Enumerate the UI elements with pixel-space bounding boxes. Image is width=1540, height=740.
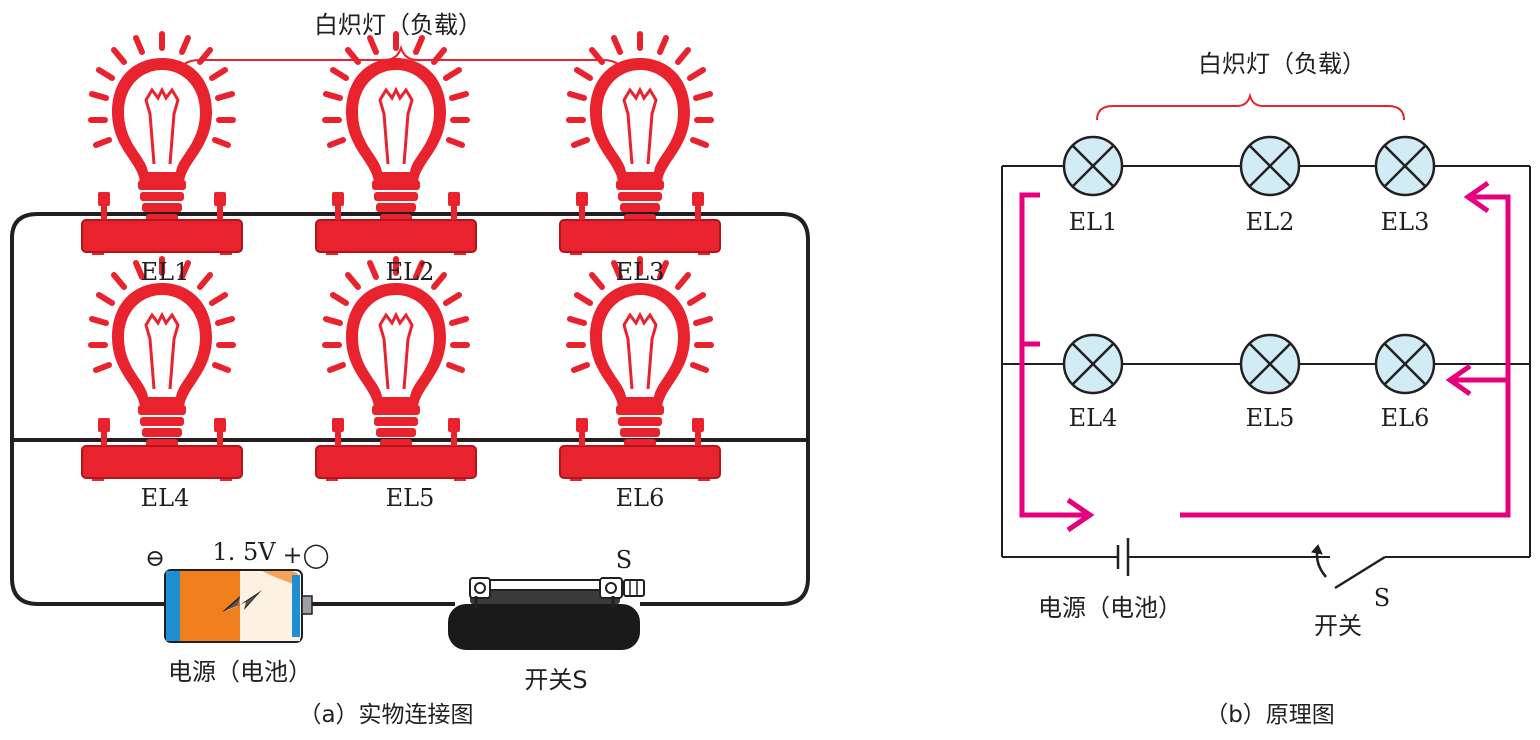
lamp-symbol-label-el4: EL4: [1069, 404, 1118, 432]
lamp-holder: [81, 417, 243, 481]
switch-symbol: [1311, 544, 1386, 590]
lamp-el2: [315, 34, 477, 255]
switch-label-a: 开关S: [524, 666, 587, 694]
load-label-b: 白炽灯（负载）: [1198, 50, 1366, 78]
battery-symbol: [1116, 538, 1130, 576]
lamp-holder: [559, 191, 721, 255]
battery-plus-symbol: +◯: [283, 541, 330, 569]
lamp-el5: [315, 259, 477, 481]
switch-mark-a: S: [616, 546, 632, 574]
current-flow-arrows: [1019, 180, 1511, 533]
lamp-el4: [81, 259, 243, 481]
lamp-symbol-label-el3: EL3: [1381, 208, 1430, 236]
lamp-symbol-el5: [1239, 333, 1301, 395]
lamp-label-el2: EL2: [386, 258, 435, 286]
battery-label-b: 电源（电池）: [1038, 594, 1182, 622]
lamp-symbol-el3: [1374, 135, 1436, 197]
bulb-icon: [325, 34, 467, 233]
bulb-icon: [569, 34, 711, 233]
lamp-symbol-label-el2: EL2: [1246, 208, 1295, 236]
lamp-label-el1: EL1: [141, 258, 190, 286]
lamp-symbol-el1: [1062, 135, 1124, 197]
bulb-icon: [91, 34, 233, 233]
caption-a: （a）实物连接图: [298, 702, 473, 728]
switch-label-b: 开关: [1314, 612, 1362, 640]
lamp-label-el5: EL5: [386, 484, 435, 512]
lamp-symbol-el4: [1062, 333, 1124, 395]
lamp-symbol-label-el1: EL1: [1069, 208, 1118, 236]
lamp-label-el3: EL3: [616, 258, 665, 286]
battery-label-a: 电源（电池）: [168, 658, 312, 686]
lamp-el3: [559, 34, 721, 255]
lamp-label-el6: EL6: [616, 484, 665, 512]
caption-b: （b）原理图: [1205, 702, 1335, 728]
switch-mark-b: S: [1374, 584, 1390, 612]
lamp-symbol-el2: [1239, 135, 1301, 197]
lamp-symbol-label-el5: EL5: [1246, 404, 1295, 432]
lamp-holder: [81, 191, 243, 255]
battery-voltage: 1. 5V: [212, 538, 276, 566]
lamp-el6: [559, 259, 721, 481]
lamp-label-el4: EL4: [141, 484, 190, 512]
bulb-icon: [569, 259, 711, 458]
lamp-holder: [559, 417, 721, 481]
lamp-holder: [315, 191, 477, 255]
load-brace-b: [1096, 92, 1405, 121]
load-brace-a: [179, 44, 623, 76]
lamp-symbol-label-el6: EL6: [1381, 404, 1430, 432]
battery-icon: [164, 569, 313, 643]
bulb-icon: [325, 259, 467, 458]
lamp-symbol-el6: [1374, 333, 1436, 395]
lamp-holder: [315, 417, 477, 481]
battery-minus-symbol: ⊖: [145, 544, 165, 572]
lamp-el1: [81, 34, 243, 255]
switch-icon: [448, 577, 645, 650]
bulb-icon: [91, 259, 233, 458]
